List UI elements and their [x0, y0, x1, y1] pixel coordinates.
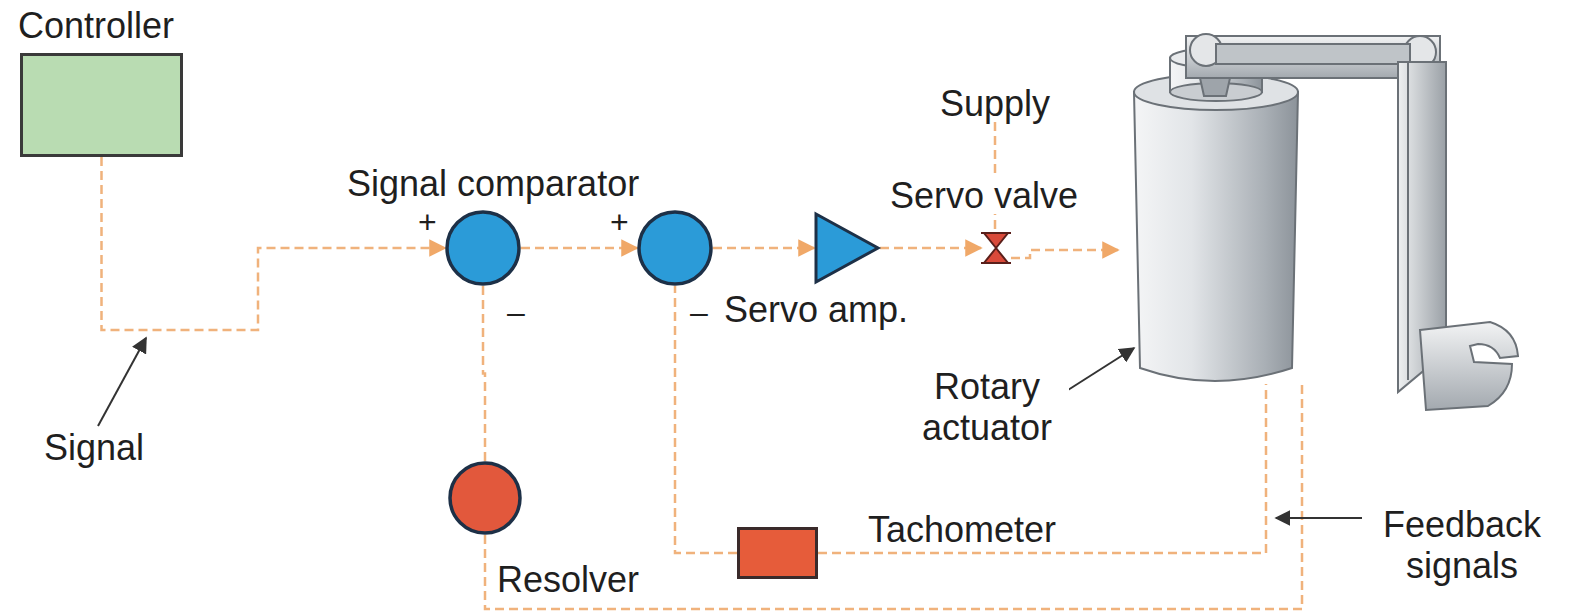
amp-label: Servo amp. — [722, 292, 910, 328]
signal-comparator: +– — [637, 210, 713, 286]
servo-valve-shape — [981, 231, 1011, 265]
servo-amplifier-shape — [814, 212, 880, 284]
signal-comparator: Signal comparator+– — [445, 210, 521, 286]
signal-comparator-shape — [445, 210, 521, 286]
tachometer: Tachometer — [737, 527, 818, 579]
valve-label: Servo valve — [888, 178, 1080, 214]
resolver-label: Resolver — [495, 562, 641, 598]
signal-line — [483, 286, 485, 461]
plus-sign: + — [608, 206, 631, 238]
controller-title: Controller — [16, 8, 176, 44]
plus-sign: + — [416, 206, 439, 238]
minus-sign: – — [688, 296, 710, 328]
supply-label: Supply — [938, 86, 1052, 122]
signal-comparator-shape — [637, 210, 713, 286]
signal-label: Signal — [42, 430, 146, 466]
servo-valve: Servo valve — [981, 231, 1011, 265]
leader-lines — [98, 338, 1362, 518]
rotary-actuator — [1134, 34, 1518, 410]
signal-line — [521, 247, 637, 250]
feedback-label: Feedback signals — [1362, 504, 1562, 587]
signal-line — [880, 247, 981, 250]
actuator-label: Rotary actuator — [905, 366, 1069, 449]
feedback-wires — [485, 384, 1302, 609]
tachometer-label: Tachometer — [866, 512, 1058, 548]
controller-box-shape — [20, 53, 183, 157]
controller-box: Controller — [20, 53, 183, 157]
resolver: Resolver — [448, 461, 522, 535]
servo-amplifier: Servo amp. — [814, 212, 880, 284]
minus-sign: – — [505, 296, 527, 328]
signal-line — [713, 247, 814, 250]
comparator-label: Signal comparator — [345, 166, 641, 202]
tachometer-shape — [737, 527, 818, 579]
resolver-shape — [448, 461, 522, 535]
